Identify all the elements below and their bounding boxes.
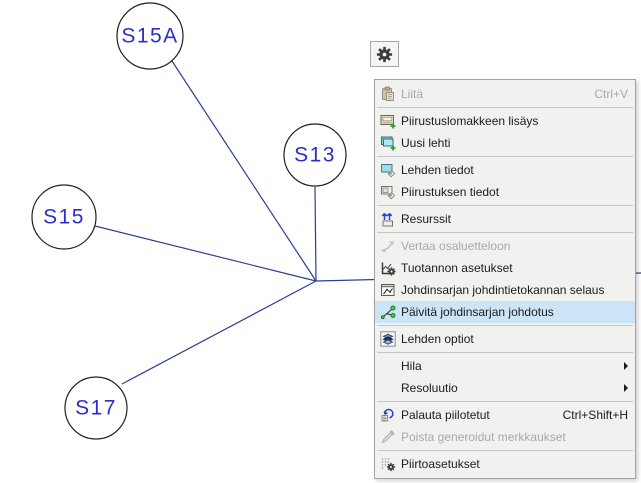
menu-item-resurssit[interactable]: Resurssit [375, 208, 635, 230]
menu-separator [377, 232, 633, 233]
menu-separator [377, 352, 633, 353]
sheet-info-icon [379, 162, 397, 178]
menu-item-label: Liitä [401, 87, 424, 101]
no-icon [379, 358, 397, 374]
menu-item-hila[interactable]: Hila [375, 355, 635, 377]
node-S15A[interactable]: S15A [116, 2, 184, 70]
menu-item-label: Resoluutio [401, 381, 458, 395]
drawing-info-icon [379, 184, 397, 200]
new-sheet-icon [379, 135, 397, 151]
menu-item-label: Päivitä johdinsarjan johdotus [401, 305, 554, 319]
menu-item-paivita-johdinsarjan-johdotus[interactable]: Päivitä johdinsarjan johdotus [375, 301, 635, 323]
add-form-icon [379, 113, 397, 129]
menu-separator [377, 156, 633, 157]
menu-item-piirustuksen-tiedot[interactable]: Piirustuksen tiedot [375, 181, 635, 203]
menu-item-label: Resurssit [401, 212, 452, 226]
menu-item-uusi-lehti[interactable]: Uusi lehti [375, 132, 635, 154]
menu-item-label: Lehden optiot [401, 332, 474, 346]
compare-icon [379, 238, 397, 254]
submenu-arrow-icon [624, 384, 628, 392]
draw-settings-icon [379, 456, 397, 472]
menu-item-lehden-tiedot[interactable]: Lehden tiedot [375, 159, 635, 181]
menu-item-label: Piirustuslomakkeen lisäys [401, 114, 539, 128]
menu-item-label: Poista generoidut merkkaukset [401, 430, 566, 444]
node-S15[interactable]: S15 [31, 184, 97, 250]
node-circle[interactable] [116, 2, 184, 70]
node-S17[interactable]: S17 [64, 376, 128, 440]
menu-item-shortcut: Ctrl+Shift+H [562, 408, 628, 422]
menu-item-johdinsarjan-johdintietokannan-selaus[interactable]: Johdinsarjan johdintietokannan selaus [375, 279, 635, 301]
menu-item-piirustuslomakkeen-lisays[interactable]: Piirustuslomakkeen lisäys [375, 110, 635, 132]
node-circle[interactable] [283, 123, 347, 187]
menu-item-label: Piirtoasetukset [401, 457, 480, 471]
menu-item-poista-generoidut-merkkaukset: Poista generoidut merkkaukset [375, 426, 635, 448]
wire-edge-S13[interactable] [314, 186, 317, 282]
no-icon [379, 380, 397, 396]
node-label: S15 [43, 206, 85, 229]
menu-item-shortcut: Ctrl+V [594, 87, 628, 101]
menu-item-label: Piirustuksen tiedot [401, 185, 500, 199]
menu-item-label: Hila [401, 359, 422, 373]
menu-item-palauta-piilotetut[interactable]: Palauta piilotetut Ctrl+Shift+H [375, 404, 635, 426]
production-settings-icon [379, 260, 397, 276]
menu-item-tuotannon-asetukset[interactable]: Tuotannon asetukset [375, 257, 635, 279]
wire-edge-S17[interactable] [121, 280, 317, 385]
menu-item-label: Uusi lehti [401, 136, 451, 150]
node-circle[interactable] [31, 184, 97, 250]
node-label: S15A [121, 25, 178, 48]
sheet-options-icon [379, 331, 397, 347]
menu-separator [377, 325, 633, 326]
menu-item-label: Johdinsarjan johdintietokannan selaus [401, 283, 605, 297]
wire-database-icon [379, 282, 397, 298]
submenu-arrow-icon [624, 362, 628, 370]
node-label: S17 [75, 397, 117, 420]
gear-icon [375, 45, 394, 64]
settings-gear-button[interactable] [370, 41, 399, 67]
wire-edge-S15A[interactable] [169, 57, 317, 282]
resources-icon [379, 211, 397, 227]
node-circle[interactable] [64, 376, 128, 440]
menu-item-vertaa-osaluetteloon: Vertaa osaluetteloon [375, 235, 635, 257]
restore-hidden-icon [379, 407, 397, 423]
menu-item-label: Lehden tiedot [401, 163, 474, 177]
menu-item-liita: Liitä Ctrl+V [375, 83, 635, 105]
menu-item-label: Tuotannon asetukset [401, 261, 513, 275]
paste-icon [379, 86, 397, 102]
menu-item-piirtoasetukset[interactable]: Piirtoasetukset [375, 453, 635, 475]
remove-markups-icon [379, 429, 397, 445]
update-wiring-icon [379, 304, 397, 320]
menu-item-label: Vertaa osaluetteloon [401, 239, 511, 253]
menu-separator [377, 205, 633, 206]
node-S13[interactable]: S13 [283, 123, 347, 187]
menu-separator [377, 401, 633, 402]
menu-separator [377, 450, 633, 451]
menu-item-resoluutio[interactable]: Resoluutio [375, 377, 635, 399]
menu-item-lehden-optiot[interactable]: Lehden optiot [375, 328, 635, 350]
wire-edge-S15[interactable] [94, 225, 317, 282]
menu-item-label: Palauta piilotetut [401, 408, 490, 422]
menu-separator [377, 107, 633, 108]
node-label: S13 [294, 144, 336, 167]
